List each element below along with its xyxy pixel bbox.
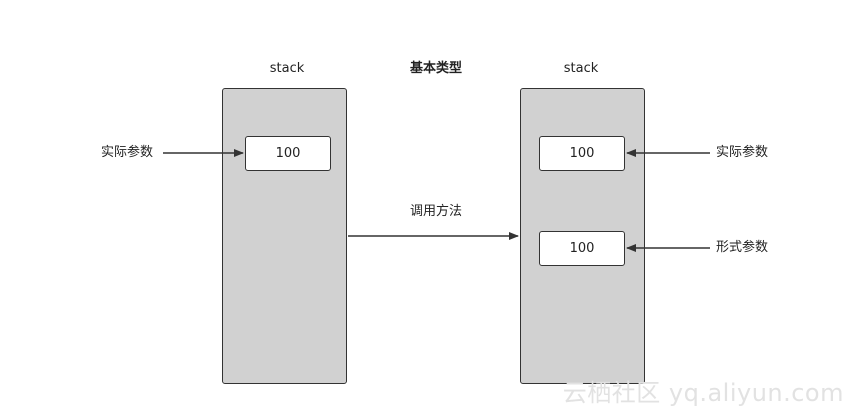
left-stack-label: stack — [269, 61, 305, 76]
diagram-title: 基本类型 — [409, 61, 463, 76]
right-stack-top-value-box: 100 — [539, 136, 625, 171]
left-stack-value: 100 — [275, 146, 301, 161]
right-actual-param-label: 实际参数 — [716, 145, 769, 160]
left-stack-value-box: 100 — [245, 136, 331, 171]
left-actual-param-label: 实际参数 — [101, 145, 154, 160]
right-stack-label: stack — [563, 61, 599, 76]
formal-param-label: 形式参数 — [716, 240, 769, 255]
right-stack-bottom-value: 100 — [569, 241, 595, 256]
right-stack-bottom-value-box: 100 — [539, 231, 625, 266]
right-stack-top-value: 100 — [569, 146, 595, 161]
watermark: 云栖社区 yq.aliyun.com — [562, 379, 844, 407]
call-method-label: 调用方法 — [409, 204, 463, 219]
